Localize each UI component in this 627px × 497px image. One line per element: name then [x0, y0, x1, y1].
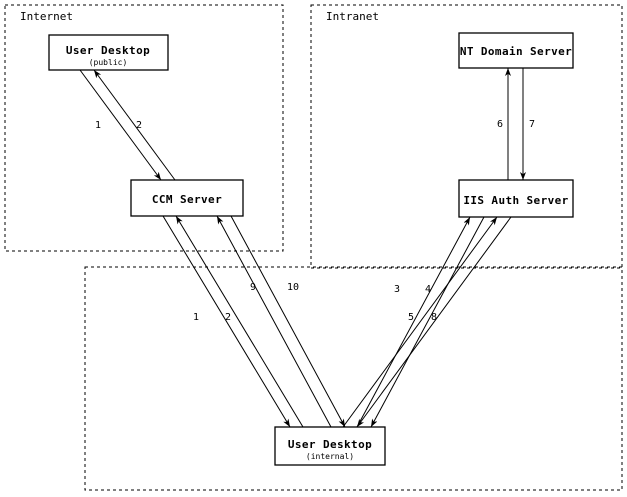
flow-arrow-2-internal-to-ccm	[175, 215, 304, 428]
flow-arrow-1-ccm-to-internal	[162, 215, 291, 428]
flow-arrow-5-internal-to-iis	[342, 216, 498, 428]
flow-arrow-8-iis-to-internal	[356, 216, 512, 428]
edge-label-2-top: 2	[136, 120, 142, 131]
edge-label-6: 6	[497, 119, 503, 130]
flow-arrow-4-iis-to-internal	[370, 216, 485, 428]
node-group	[48, 32, 574, 466]
flow-group	[79, 68, 526, 428]
edge-label-10: 10	[287, 282, 299, 293]
node-user-desktop-internal[interactable]	[274, 426, 386, 466]
edge-label-9: 9	[250, 282, 256, 293]
node-label-user-desktop-public: User Desktop	[66, 44, 150, 57]
flow-arrow-2-ccm-to-public	[93, 69, 176, 181]
node-ccm-server[interactable]	[130, 179, 244, 217]
edge-label-2-bottom: 2	[225, 312, 231, 323]
flow-arrow-1-public-to-ccm	[79, 69, 162, 181]
flow-arrow-3-internal-to-iis	[356, 216, 471, 428]
node-sublabel-user-desktop-public: (public)	[89, 58, 128, 67]
node-label-ccm-server: CCM Server	[152, 193, 222, 206]
node-label-iis-auth-server: IIS Auth Server	[463, 194, 568, 207]
zone-group	[4, 4, 623, 491]
node-sublabel-user-desktop-internal: (internal)	[306, 452, 354, 461]
edge-label-7: 7	[529, 119, 535, 130]
edge-label-8: 8	[431, 312, 437, 323]
edge-label-5: 5	[408, 312, 414, 323]
zone-internet-boundary	[4, 4, 284, 252]
zone-internal-boundary	[84, 266, 623, 491]
node-iis-auth-server[interactable]	[458, 179, 574, 218]
zone-label-internet: Internet	[20, 10, 73, 23]
node-label-user-desktop-internal: User Desktop	[288, 438, 372, 451]
node-user-desktop-public[interactable]	[48, 34, 169, 71]
edge-label-1-bottom: 1	[193, 312, 199, 323]
node-nt-domain-server[interactable]	[458, 32, 574, 69]
flow-arrow-9-internal-to-ccm	[216, 215, 332, 428]
edge-label-3: 3	[394, 284, 400, 295]
zone-label-intranet: Intranet	[326, 10, 379, 23]
flow-arrow-10-ccm-to-internal	[230, 215, 346, 428]
node-label-nt-domain-server: NT Domain Server	[460, 45, 572, 58]
edge-label-1-top: 1	[95, 120, 101, 131]
edge-label-4: 4	[425, 284, 431, 295]
zone-intranet-boundary	[310, 4, 623, 269]
